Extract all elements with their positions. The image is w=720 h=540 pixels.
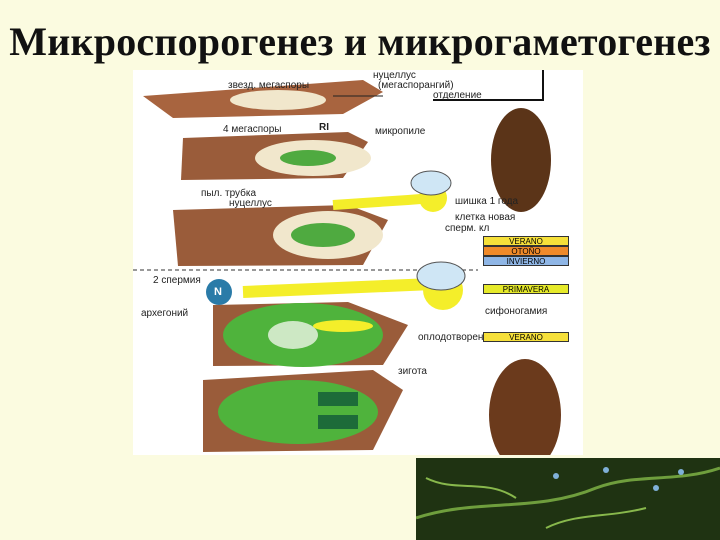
diagram-artwork xyxy=(133,70,561,455)
label-ri: RI xyxy=(319,122,329,133)
season-otono: OTOÑO xyxy=(483,246,569,256)
label-siphonogamy: сифоногамия xyxy=(485,306,548,317)
label-year1: шишка 1 года xyxy=(455,196,519,207)
label-zygote: зигота xyxy=(398,366,427,377)
pollen-tube-stage xyxy=(206,261,466,310)
pine-branch-image xyxy=(416,458,720,540)
label-nucellus-mid: нуцеллус xyxy=(229,198,272,209)
label-micropyle: микропиле xyxy=(375,126,426,137)
ovule-stage-2 xyxy=(181,132,371,180)
season-invierno: INVIERNO xyxy=(483,256,569,266)
season-verano-1: VERANO xyxy=(483,236,569,246)
zygote-stage xyxy=(203,370,403,452)
life-cycle-diagram: звезд. мегаспоры нуцеллус (мегаспорангий… xyxy=(133,70,583,455)
label-sperm: сперм. кл xyxy=(445,223,490,234)
label-fertilization: оплодотворение xyxy=(418,332,495,343)
ovule-stage-1 xyxy=(143,80,383,118)
ovule-stage-3 xyxy=(173,170,452,266)
cone-young xyxy=(491,108,551,212)
page-title: Микроспорогенез и микрогаметогенез xyxy=(9,19,711,64)
label-nucellus-top: нуцеллус xyxy=(373,70,416,81)
label-megaspore-section: (мегаспорангий) xyxy=(378,80,454,91)
label-section: отделение xyxy=(433,90,482,101)
top-arrow xyxy=(433,70,544,101)
archegonium-stage xyxy=(213,302,408,367)
label-archegonium: архегоний xyxy=(141,308,189,319)
cone-mature xyxy=(489,359,561,455)
label-megaspore-group: звезд. мегаспоры xyxy=(228,80,310,91)
label-two-sperm: 2 спермия xyxy=(153,275,201,286)
season-primavera: PRIMAVERA xyxy=(483,284,569,294)
label-pollen-tube: пыл. трубка xyxy=(201,188,257,199)
label-four-megaspores: 4 мегаспоры xyxy=(223,124,282,135)
label-body-cell: клетка новая xyxy=(455,212,516,223)
pine-branch-photo xyxy=(416,458,720,540)
label-n: N xyxy=(214,286,222,298)
season-verano-2: VERANO xyxy=(483,332,569,342)
